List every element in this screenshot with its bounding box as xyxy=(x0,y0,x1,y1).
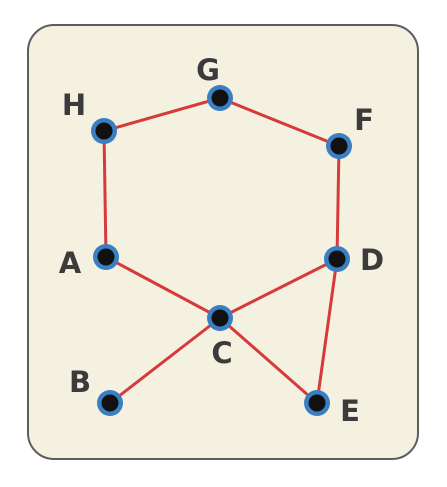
node-core xyxy=(101,394,119,412)
labels-layer: G H F A D C B E xyxy=(59,53,384,428)
node-label-f: F xyxy=(354,103,374,137)
nodes-layer xyxy=(91,85,352,416)
node-core xyxy=(211,309,229,327)
edge-d-c xyxy=(218,257,339,320)
node-h xyxy=(91,118,117,144)
node-label-a: A xyxy=(59,246,82,280)
node-label-h: H xyxy=(62,88,86,122)
node-f xyxy=(326,133,352,159)
node-b xyxy=(97,390,123,416)
node-a xyxy=(93,244,119,270)
edge-a-c xyxy=(104,255,222,320)
graph-card-background xyxy=(27,24,419,460)
node-c xyxy=(207,305,233,331)
node-d xyxy=(324,246,350,272)
node-label-g: G xyxy=(196,53,220,87)
edge-g-f xyxy=(218,96,341,148)
node-core xyxy=(97,248,115,266)
node-g xyxy=(207,85,233,111)
node-core xyxy=(330,137,348,155)
node-label-e: E xyxy=(340,394,360,428)
node-core xyxy=(211,89,229,107)
node-core xyxy=(95,122,113,140)
edge-h-g xyxy=(102,96,222,133)
node-core xyxy=(308,394,326,412)
node-label-d: D xyxy=(360,243,384,277)
edge-h-a xyxy=(102,129,108,259)
edges-layer xyxy=(102,96,341,405)
node-core xyxy=(328,250,346,268)
edge-c-e xyxy=(218,316,319,405)
edge-f-d xyxy=(335,144,341,261)
edge-d-e xyxy=(315,257,339,405)
node-label-b: B xyxy=(69,365,91,399)
node-label-c: C xyxy=(211,336,232,370)
node-e xyxy=(304,390,330,416)
edge-c-b xyxy=(108,316,222,405)
